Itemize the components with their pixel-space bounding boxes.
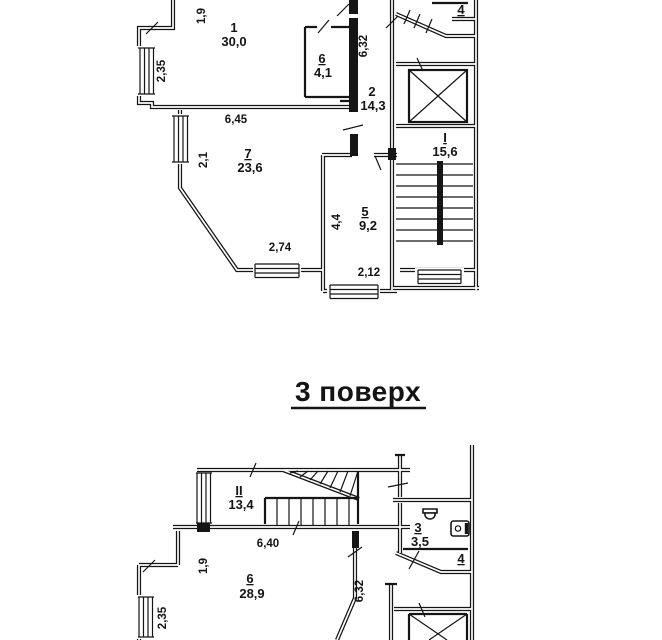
room-II-number: II [235, 483, 242, 498]
room-4b-number: 4 [457, 551, 465, 566]
lower-plan-labels: II 13,4 6 28,9 3 3,5 4 6,40 1,9 2,35 6,3… [157, 483, 465, 629]
room-6b-area: 28,9 [239, 586, 264, 601]
room-1-number: 1 [230, 20, 237, 35]
toilet-icon [422, 508, 438, 520]
upper-plan-walls [136, 0, 479, 294]
room-4-number: 4 [457, 2, 465, 17]
floor-title-text: 3 поверх [295, 376, 421, 407]
lower-elevator-shaft [408, 613, 468, 640]
dim-1-9b: 1,9 [198, 558, 210, 574]
room-I-number: I [443, 130, 447, 145]
sink-icon [450, 520, 470, 537]
dim-2-35b: 2,35 [157, 606, 169, 629]
dim-4-4: 4,4 [331, 213, 343, 230]
room-7-area: 23,6 [237, 160, 262, 175]
room-1-area: 30,0 [221, 34, 246, 49]
room-6-number: 6 [318, 51, 325, 66]
room-5-area: 9,2 [359, 218, 377, 233]
room-6-area: 4,1 [314, 65, 332, 80]
lower-staircase [276, 470, 359, 525]
upper-elevator-shaft [407, 68, 469, 124]
floor-title: 3 поверх [291, 376, 426, 410]
dim-6-45: 6,45 [225, 114, 248, 126]
bathroom-fixtures [422, 508, 470, 537]
room-3-number: 3 [414, 520, 421, 535]
upper-plan: 1 30,0 6 4,1 2 14,3 7 23,6 5 9,2 4 I 15,… [136, 0, 479, 300]
dim-2-12: 2,12 [358, 267, 380, 279]
dim-6-32: 6,32 [358, 35, 370, 57]
room-I-area: 15,6 [432, 144, 457, 159]
room-2-number: 2 [368, 84, 375, 99]
lower-plan-windows [136, 472, 212, 639]
dim-1-9: 1,9 [196, 8, 208, 24]
dim-6-32b: 6,32 [354, 580, 366, 602]
room-2-area: 14,3 [360, 98, 385, 113]
lower-plan: II 13,4 6 28,9 3 3,5 4 6,40 1,9 2,35 6,3… [136, 445, 475, 640]
upper-plan-ticks [145, 3, 433, 171]
dim-6-40: 6,40 [257, 538, 279, 550]
dim-2-1: 2,1 [198, 151, 210, 168]
dim-2-35: 2,35 [156, 59, 168, 82]
room-II-area: 13,4 [228, 497, 254, 512]
lower-plan-walls [136, 445, 475, 640]
lower-plan-ticks [142, 462, 426, 618]
upper-staircase [396, 161, 473, 245]
room-5-number: 5 [361, 204, 368, 219]
room-7-number: 7 [244, 146, 251, 161]
upper-plan-windows [136, 46, 464, 300]
dim-2-74: 2,74 [269, 242, 292, 254]
upper-plan-labels: 1 30,0 6 4,1 2 14,3 7 23,6 5 9,2 4 I 15,… [156, 2, 465, 279]
room-6b-number: 6 [246, 571, 253, 586]
room-3-area: 3,5 [411, 534, 429, 549]
